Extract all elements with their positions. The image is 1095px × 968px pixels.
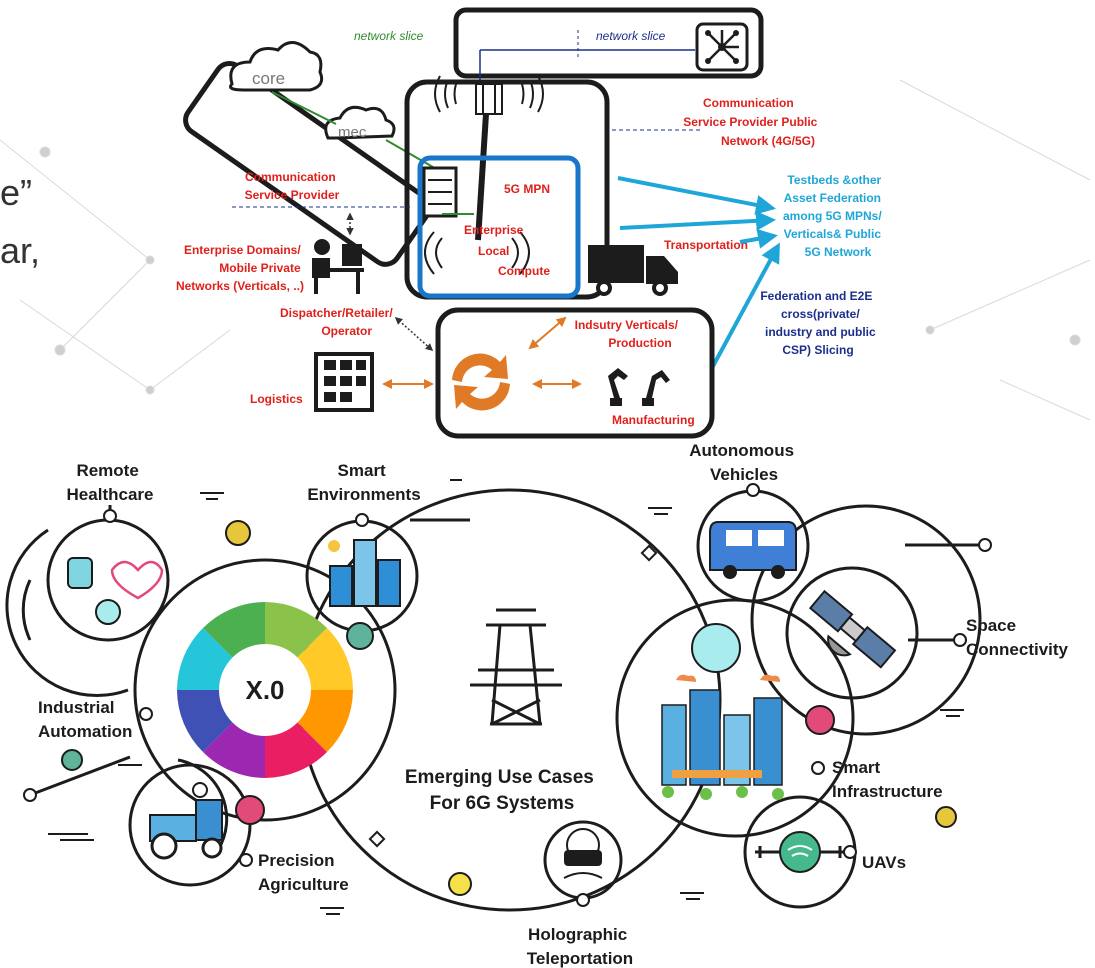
network-slice-box: network slice <box>453 7 764 90</box>
signal-waves-icon <box>424 231 530 275</box>
mec-cloud-icon <box>324 105 396 140</box>
satellite-icon <box>808 589 897 669</box>
network-slice-blue-label: network slice <box>596 29 666 43</box>
sync-cycle-icon <box>452 353 510 411</box>
arrow-to-testbeds-1 <box>617 176 776 215</box>
arrow-to-testbeds-3 <box>739 228 778 249</box>
accent-dots <box>61 520 957 896</box>
cut-off-text-2: ar, <box>0 230 41 271</box>
connector-dots <box>23 483 992 907</box>
csp-label: Communication Service Provider <box>245 170 340 202</box>
arrow-federation <box>710 242 780 369</box>
arrow-to-testbeds-2 <box>619 210 776 231</box>
vr-headset-icon <box>563 828 603 879</box>
server-icon <box>422 166 474 218</box>
federation-label: Federation and E2E cross(private/ indust… <box>760 289 879 357</box>
precision-agriculture-label: Precision Agriculture <box>258 851 349 894</box>
space-connectivity-label: Space Connectivity <box>966 616 1069 659</box>
logistics-label: Logistics <box>250 392 303 406</box>
desk-worker-icon <box>312 239 364 294</box>
industry-label: Indsutry Verticals/ Production <box>575 318 682 350</box>
x0-color-wheel <box>177 602 353 778</box>
center-title: Emerging Use Cases For 6G Systems <box>405 767 599 814</box>
drone-icon <box>758 831 842 873</box>
transportation-label: Transportation <box>664 238 748 252</box>
holographic-teleportation-label: Holographic Teleportation <box>527 925 633 968</box>
tractor-icon <box>149 782 223 860</box>
truck-icon <box>588 245 678 296</box>
local-compute-line-1: Enterprise <box>464 223 524 237</box>
robot-arms-icon <box>608 368 670 406</box>
warehouse-shelf-icon <box>314 352 374 412</box>
mec-label: mec <box>338 124 367 141</box>
manufacturing-label: Manufacturing <box>612 413 695 427</box>
smart-infrastructure-label: Smart Infrastructure <box>832 758 943 801</box>
cell-tower-icon <box>434 75 544 241</box>
dispatcher-label: Dispatcher/Retailer/ Operator <box>280 306 396 338</box>
local-compute-line-2: Local <box>478 244 509 258</box>
radio-tower-icon <box>470 608 562 726</box>
van-icon <box>709 521 797 579</box>
uavs-label: UAVs <box>862 853 906 872</box>
csp-public-label: Communication Service Provider Public Ne… <box>683 96 820 148</box>
smart-environments-label: Smart Environments <box>307 461 420 504</box>
testbeds-label: Testbeds &other Asset Federation among 5… <box>783 173 885 259</box>
core-mec-slice-box: core mec <box>183 41 439 267</box>
health-watch-icon <box>67 557 164 625</box>
network-hub-icon <box>695 22 749 72</box>
enterprise-label: Enterprise Domains/ Mobile Private Netwo… <box>176 243 304 293</box>
decorative-dashes <box>48 479 964 915</box>
x0-label: X.0 <box>245 675 284 705</box>
autonomous-vehicles-label: Autonomous Vehicles <box>689 441 799 484</box>
mpn-label: 5G MPN <box>504 182 550 196</box>
mpn-box <box>417 155 581 299</box>
smart-buildings-icon <box>328 539 401 607</box>
local-compute-line-3: Compute <box>498 264 550 278</box>
network-slice-green-label: network slice <box>354 29 424 43</box>
background-network-pattern <box>0 79 1091 421</box>
cut-off-text-1: e” <box>0 172 33 213</box>
industrial-automation-label: Industrial Automation <box>38 698 132 741</box>
remote-healthcare-label: Remote Healthcare <box>67 461 154 504</box>
smart-city-icon <box>661 674 784 800</box>
core-label: core <box>252 69 285 88</box>
core-cloud-icon <box>229 41 324 92</box>
